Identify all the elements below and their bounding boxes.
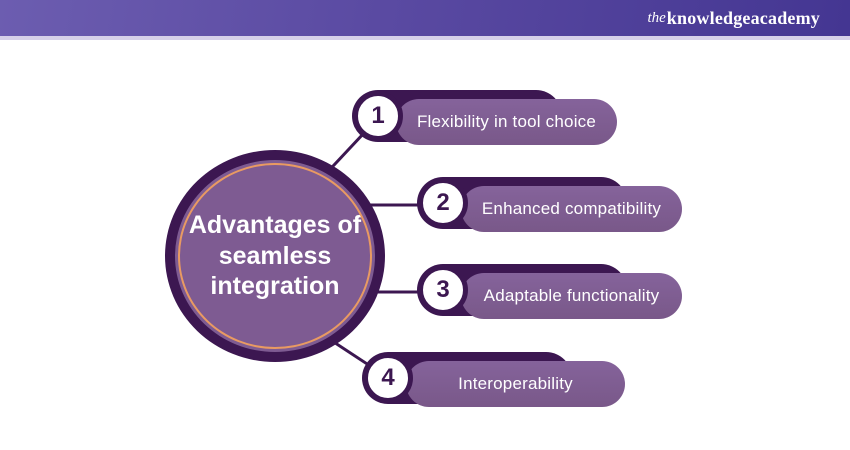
item-label: Interoperability bbox=[458, 374, 573, 393]
number-badge: 1 bbox=[353, 91, 403, 141]
item-pill-4: Interoperability 4 bbox=[362, 352, 625, 407]
header-bar bbox=[0, 0, 850, 36]
diagram-title: Advantages of seamless integration bbox=[188, 211, 362, 301]
logo-knowledgeacademy: knowledgeacademy bbox=[666, 7, 820, 28]
item-label: Flexibility in tool choice bbox=[416, 112, 597, 131]
pill-body: Interoperability bbox=[406, 361, 625, 407]
number-badge: 4 bbox=[363, 353, 413, 403]
number-badge: 2 bbox=[418, 178, 468, 228]
logo-the: the bbox=[647, 9, 666, 26]
header-accent-strip bbox=[0, 36, 850, 40]
pill-body: Adaptable functionality bbox=[461, 273, 682, 319]
item-pill-3: Adaptable functionality 3 bbox=[417, 264, 682, 319]
pill-body: Flexibility in tool choice bbox=[396, 99, 617, 145]
pill-body: Enhanced compatibility bbox=[461, 186, 682, 232]
item-label: Enhanced compatibility bbox=[481, 199, 662, 218]
item-pill-2: Enhanced compatibility 2 bbox=[417, 177, 682, 232]
item-label: Adaptable functionality bbox=[483, 286, 660, 305]
number-badge: 3 bbox=[418, 265, 468, 315]
central-topic-circle: Advantages of seamless integration bbox=[165, 150, 385, 362]
item-pill-1: Flexibility in tool choice 1 bbox=[352, 90, 617, 145]
